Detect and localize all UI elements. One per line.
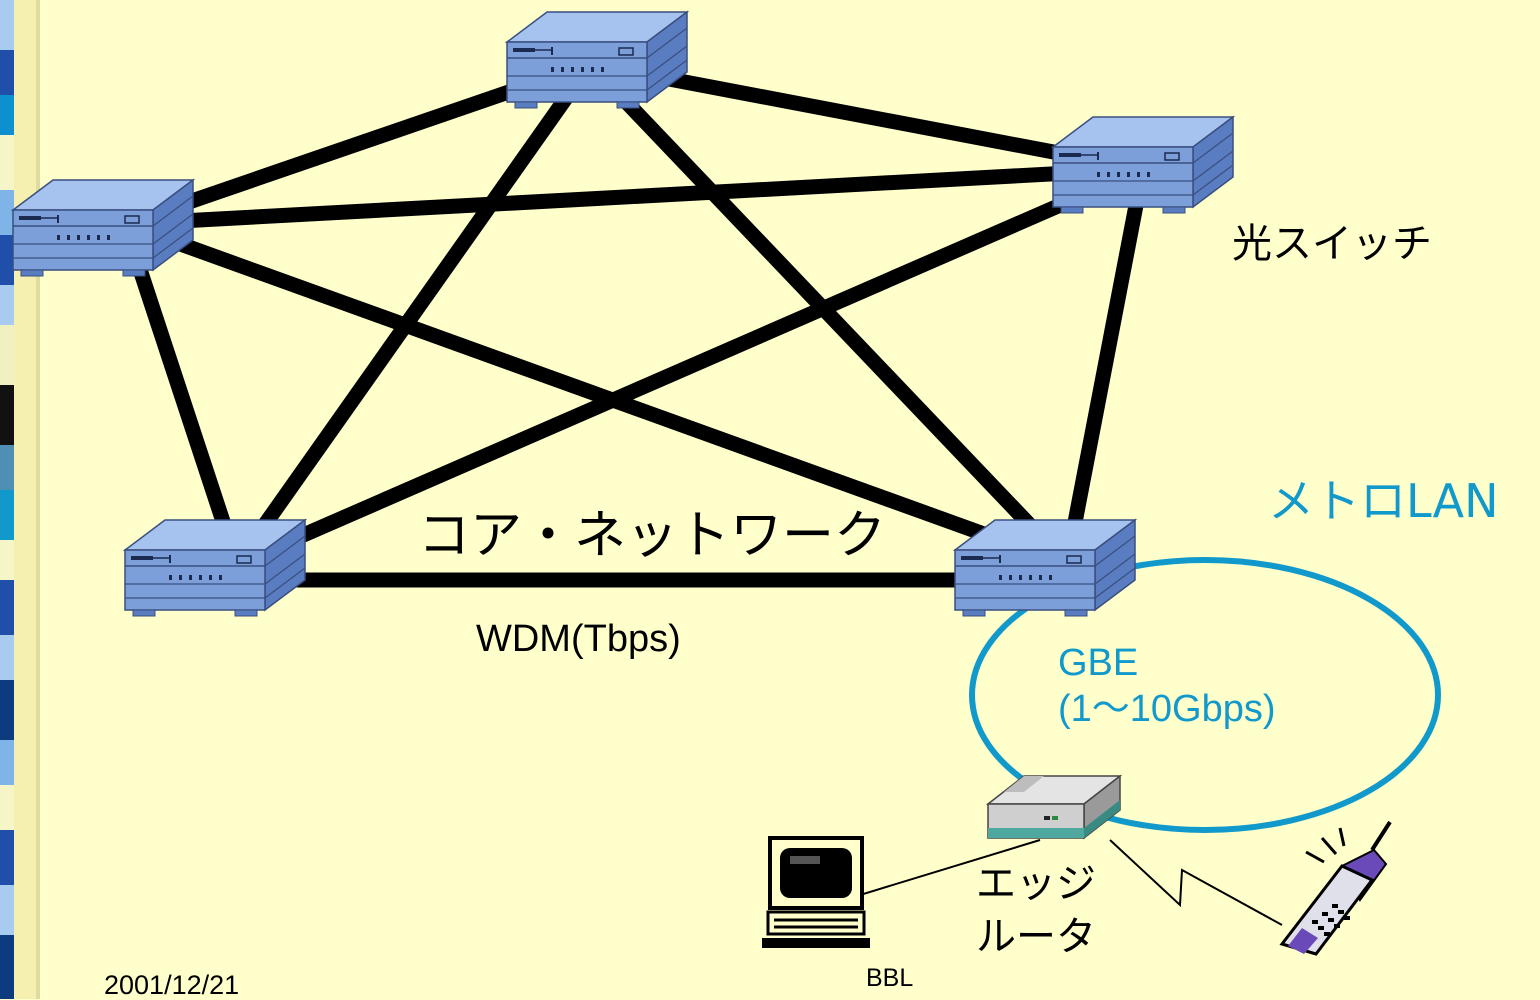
- link-router-phone-wireless: [1109, 839, 1283, 926]
- link-left-bottomright: [122, 216, 1070, 572]
- footer-date: 2001/12/21: [104, 970, 240, 1000]
- optical-switch-icon: [954, 519, 1136, 617]
- wdm-label: WDM(Tbps): [476, 618, 681, 660]
- core-links: [117, 56, 1151, 588]
- gbe-label-line1: GBE: [1058, 642, 1139, 684]
- metro-lan-ring: [969, 557, 1441, 833]
- gbe-label: GBE (1～10Gbps): [1058, 640, 1276, 733]
- optical-switch-icon: [1052, 116, 1234, 214]
- link-router-computer: [859, 839, 1041, 896]
- optical-switch-label: 光スイッチ: [1232, 221, 1432, 267]
- link-top-right: [588, 56, 1145, 177]
- link-right-bottomright: [1059, 167, 1151, 566]
- computer-icon: [762, 836, 870, 948]
- edge-router-label: エッジ ルータ: [976, 858, 1096, 964]
- edge-router-icon: [985, 774, 1123, 840]
- gbe-label-line2: (1～10Gbps): [1058, 688, 1276, 731]
- mobile-phone-icon: [1279, 820, 1392, 956]
- link-left-right: [124, 161, 1144, 232]
- access-links: [859, 839, 1283, 926]
- optical-switch-icon: [124, 519, 306, 617]
- metro-lan-label: メトロLAN: [1268, 474, 1499, 528]
- edge-router-label-line1: エッジ: [976, 861, 1096, 907]
- link-top-bottomleft: [230, 59, 597, 569]
- slide-left-decoration: [0, 0, 40, 999]
- link-left-bottomleft: [117, 221, 245, 567]
- optical-switch-icon: [12, 179, 194, 277]
- footer-text: BBL: [866, 964, 914, 992]
- link-right-bottomleft: [234, 162, 1146, 571]
- edge-router-label-line2: ルータ: [976, 914, 1096, 961]
- optical-switch-icon: [506, 11, 688, 109]
- core-network-label: コア・ネットワーク: [418, 506, 887, 566]
